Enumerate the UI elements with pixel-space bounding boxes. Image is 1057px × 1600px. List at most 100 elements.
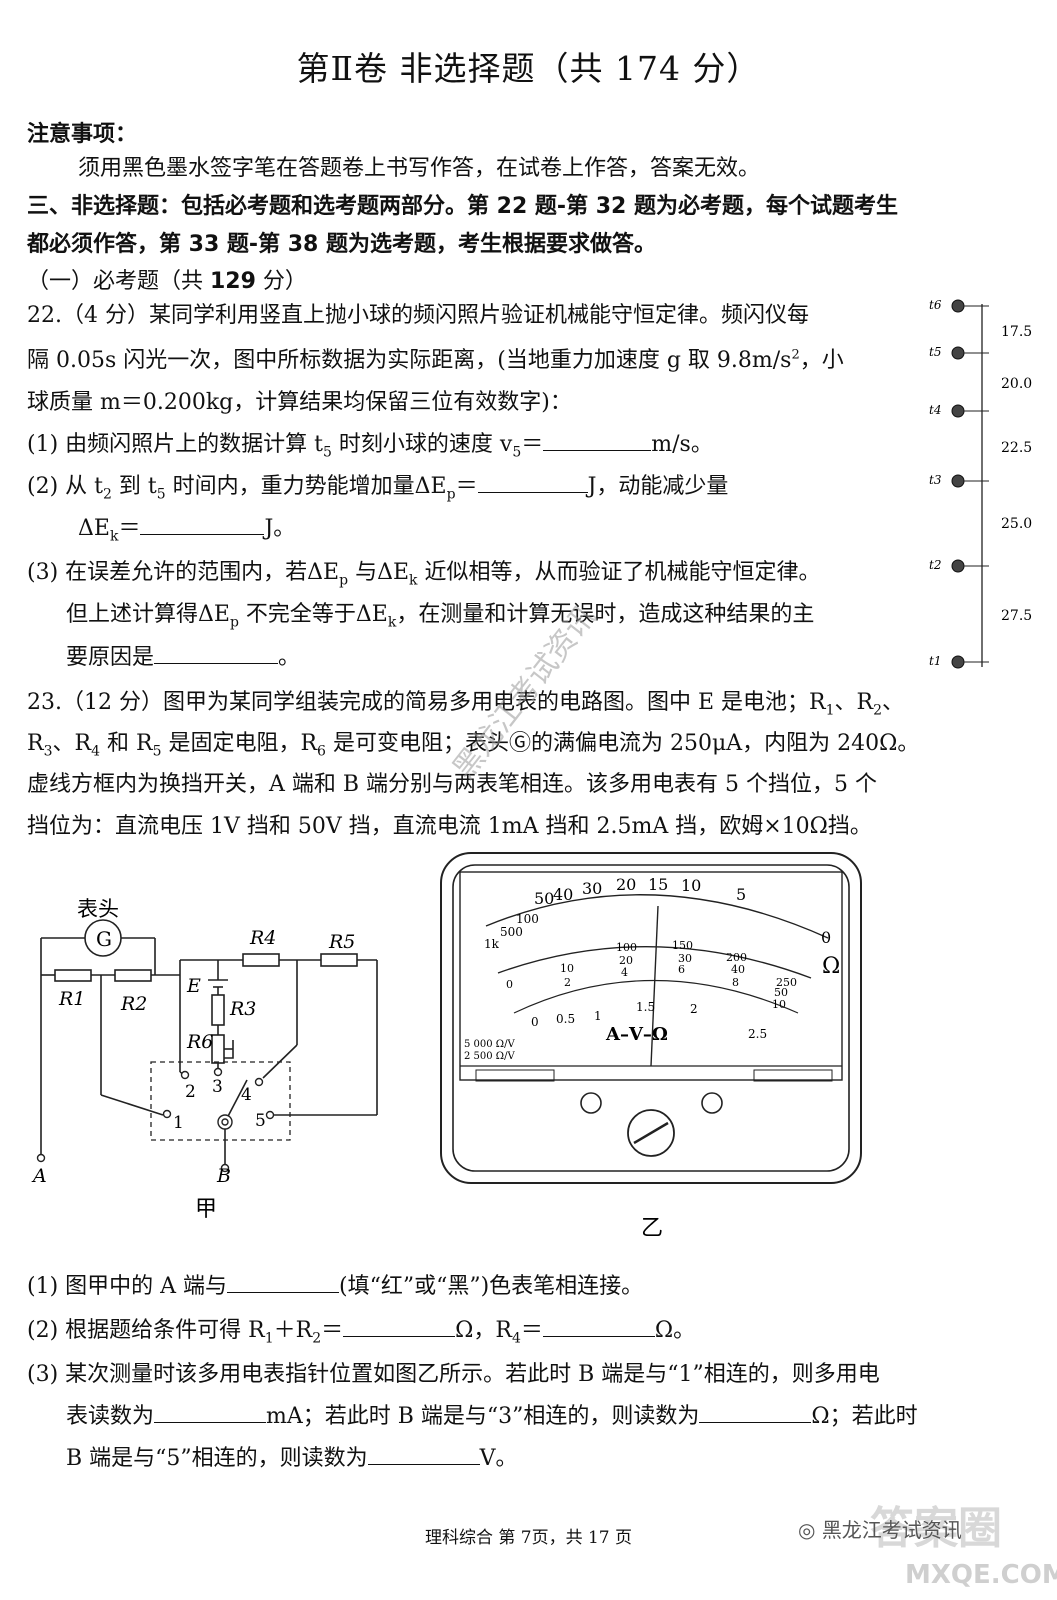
switch-4: 4 (241, 1085, 252, 1105)
notice-heading: 注意事项： (27, 122, 138, 147)
svg-text:2: 2 (564, 976, 571, 989)
strobe-figure: t6 t5 t4 t3 t2 t1 17.5 20.0 22.5 25.0 27… (929, 298, 1032, 669)
q22-part-3-end: 要原因是。 (66, 645, 301, 670)
section3-line2: 都必须作答，第 33 题-第 38 题为选考题，考生根据要求做答。 (27, 232, 656, 257)
svg-text:2: 2 (690, 1002, 698, 1016)
label-r5: R5 (328, 931, 355, 953)
svg-text:100: 100 (516, 912, 539, 926)
page-footer: 理科综合 第 7页，共 17 页 (424, 1528, 633, 1548)
meter-spec-2: 2 500 Ω/V (464, 1051, 515, 1062)
q22-part-2-cont: ΔEk＝J。 (78, 516, 296, 545)
svg-text:20: 20 (616, 875, 636, 894)
svg-text:6: 6 (678, 963, 685, 976)
svg-text:30: 30 (582, 879, 602, 898)
q23-part-3: (3) 某次测量时该多用电表指针位置如图乙所示。若此时 B 端是与“1”相连的，… (27, 1362, 880, 1387)
svg-text:t5: t5 (929, 345, 941, 359)
switch-1: 1 (173, 1113, 184, 1133)
answer-blank[interactable] (343, 1318, 456, 1337)
ball-t3: t3 (929, 473, 989, 488)
svg-text:40: 40 (553, 885, 573, 904)
svg-text:15: 15 (648, 875, 668, 894)
logo-watermark: 答案圈 (870, 1503, 1002, 1554)
svg-text:27.5: 27.5 (1001, 608, 1032, 624)
label-e: E (186, 975, 201, 997)
q22-intro-1: 22.（4 分）某同学利用竖直上抛小球的频闪照片验证机械能守恒定律。频闪仪每 (27, 303, 809, 328)
figure-caption-yi: 乙 (641, 1216, 663, 1238)
url-watermark: MXQE.COM (905, 1560, 1057, 1590)
dc-50-labels: 100 150 200 250 (616, 939, 797, 989)
svg-text:10: 10 (560, 962, 574, 975)
svg-text:0: 0 (506, 978, 513, 991)
ohm-small-labels: 100 500 1k (484, 912, 539, 951)
label-r6: R6 (186, 1031, 213, 1053)
multimeter-figure: 50 40 30 20 15 10 5 0 Ω 100 500 1k 100 1… (440, 852, 862, 1238)
answer-blank[interactable] (154, 1404, 267, 1423)
strobe-distances: 17.5 20.0 22.5 25.0 27.5 (1001, 324, 1032, 624)
svg-text:t1: t1 (929, 654, 941, 668)
label-r4: R4 (249, 927, 276, 949)
svg-text:0: 0 (531, 1015, 539, 1029)
required-heading: （一）必考题（共 129 分） (27, 269, 307, 294)
svg-text:0.5: 0.5 (556, 1012, 575, 1026)
svg-text:2.5: 2.5 (748, 1027, 767, 1041)
svg-text:50: 50 (774, 986, 788, 999)
svg-text:t2: t2 (929, 558, 941, 572)
label-r2: R2 (120, 993, 147, 1015)
q22-part-3: (3) 在误差允许的范围内，若ΔEp 与ΔEk 近似相等，从而验证了机械能守恒定… (27, 560, 821, 589)
wechat-icon: ◎ (798, 1518, 822, 1542)
svg-text:5: 5 (736, 885, 746, 904)
selector-knob (627, 1109, 675, 1157)
q22-part-1: (1) 由频闪照片上的数据计算 t5 时刻小球的速度 v5＝m/s。 (27, 432, 713, 461)
strobe-balls: t6 t5 t4 t3 t2 t1 (929, 298, 989, 669)
q22-intro-2: 隔 0.05s 闪光一次，图中所标数据为实际距离，(当地重力加速度 g 取 9.… (27, 347, 844, 373)
meter-pointer (650, 905, 659, 1067)
answer-blank[interactable] (477, 474, 588, 493)
svg-text:0: 0 (821, 928, 831, 947)
answer-blank[interactable] (140, 516, 265, 535)
q23-part-2: (2) 根据题给条件可得 R1＋R2＝Ω，R4＝Ω。 (27, 1318, 696, 1347)
svg-text:t3: t3 (929, 473, 942, 487)
answer-blank[interactable] (542, 1318, 655, 1337)
answer-blank[interactable] (699, 1404, 812, 1423)
q22-part-2: (2) 从 t2 到 t5 时间内，重力势能增加量ΔEp＝J，动能减少量 (27, 474, 729, 503)
answer-blank[interactable] (227, 1274, 340, 1293)
label-b: B (216, 1165, 231, 1187)
answer-blank[interactable] (367, 1446, 480, 1465)
svg-text:8: 8 (732, 976, 739, 989)
q22-intro-3: 球质量 m＝0.200kg，计算结果均保留三位有效数字)： (27, 390, 572, 415)
q23-intro-4: 挡位为：直流电压 1V 挡和 50V 挡，直流电流 1mA 挡和 2.5mA 挡… (27, 814, 872, 839)
svg-text:Ω: Ω (822, 954, 840, 979)
svg-text:t6: t6 (929, 298, 942, 312)
svg-text:25.0: 25.0 (1001, 516, 1032, 532)
ball-t2: t2 (929, 558, 989, 573)
svg-text:1k: 1k (484, 937, 500, 951)
q23-intro-2: R3、R4 和 R5 是固定电阻，R6 是可变电阻；表头Ⓖ的满偏电流为 250μ… (27, 731, 920, 760)
svg-text:100: 100 (616, 941, 637, 954)
svg-text:40: 40 (731, 963, 745, 976)
dc-10-labels: 10 20 30 40 50 (560, 952, 788, 999)
notice-body: 须用黑色墨水签字笔在答题卷上书写作答，在试卷上作答，答案无效。 (78, 156, 761, 181)
answer-blank[interactable] (543, 432, 652, 451)
svg-text:1.5: 1.5 (636, 1000, 655, 1014)
switch-5: 5 (255, 1111, 266, 1131)
svg-text:20.0: 20.0 (1001, 376, 1032, 392)
switch-3: 3 (212, 1077, 223, 1097)
meter-spec-1: 5 000 Ω/V (464, 1039, 515, 1050)
ball-t1: t1 (929, 654, 989, 669)
section3-line1: 三、非选择题：包括必考题和选考题两部分。第 22 题-第 32 题为必考题，每个… (27, 194, 899, 219)
switch-2: 2 (185, 1082, 196, 1102)
svg-text:150: 150 (672, 939, 693, 952)
q23-intro-3: 虚线方框内为换挡开关，A 端和 B 端分别与两表笔相连。该多用电表有 5 个挡位… (27, 772, 878, 797)
meter-head-label: 表头 (77, 897, 119, 921)
ball-t5: t5 (929, 345, 989, 360)
dc-small-labels: 0 2 4 6 8 10 (506, 963, 786, 1011)
ball-t6: t6 (929, 298, 989, 313)
svg-text:200: 200 (726, 951, 747, 964)
q23-intro-1: 23.（12 分）图甲为某同学组装完成的简易多用电表的电路图。图中 E 是电池；… (27, 690, 905, 719)
svg-text:250: 250 (776, 976, 797, 989)
svg-text:20: 20 (619, 954, 633, 967)
figure-caption-jia: 甲 (195, 1197, 217, 1222)
answer-blank[interactable] (154, 645, 279, 664)
